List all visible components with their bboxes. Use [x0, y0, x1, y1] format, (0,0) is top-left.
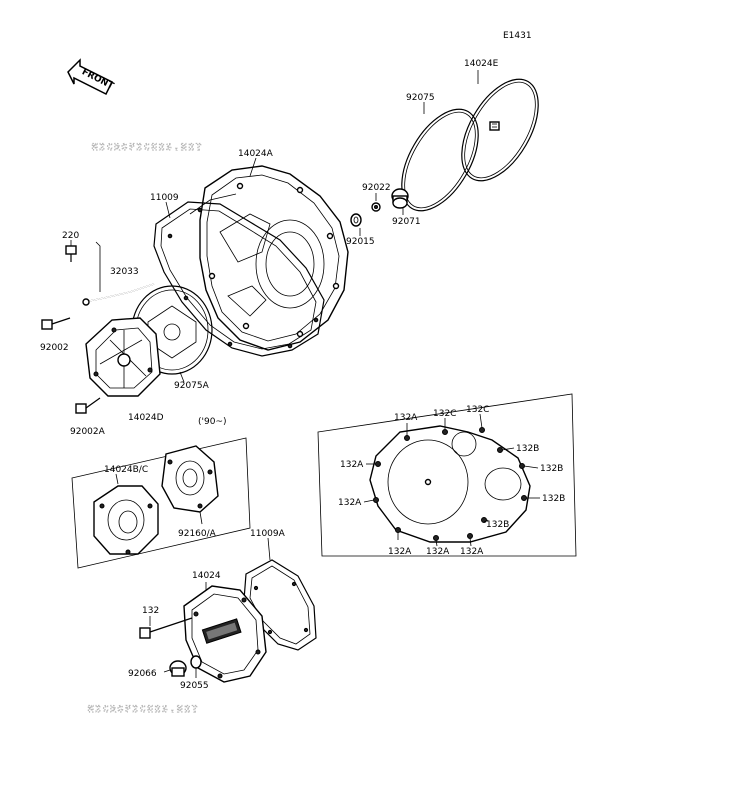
detail-label-132b: 132B [542, 494, 565, 504]
label-92160a: 92160/A [178, 529, 217, 539]
label-92015: 92015 [346, 237, 375, 247]
detail-label-132a: 132A [388, 547, 412, 557]
gasket-92075 [401, 108, 479, 212]
label-92075: 92075 [406, 93, 435, 103]
label-11009: 11009 [150, 193, 179, 203]
cover-14024a [189, 165, 349, 351]
detail-label-132a: 132A [394, 413, 418, 423]
label-92055: 92055 [180, 681, 209, 691]
bolt-92002 [41, 317, 71, 330]
label-14024e: 14024E [464, 59, 499, 69]
label-132: 132 [142, 606, 159, 616]
detail-label-132b: 132B [486, 520, 509, 530]
label-92022: 92022 [362, 183, 391, 193]
cover-14024 [183, 585, 267, 683]
label-bracket-note: ('90~) [198, 417, 227, 427]
cap-92071 [391, 188, 409, 209]
o-ring-92055 [190, 655, 202, 669]
label-92075a: 92075A [174, 381, 210, 391]
label-92002a: 92002A [70, 427, 106, 437]
detail-label-132b: 132B [540, 464, 563, 474]
detail-frame [317, 393, 577, 557]
detail-label-132c: 132C [433, 409, 456, 419]
detail-label-132a: 132A [460, 547, 484, 557]
label-92071: 92071 [392, 217, 421, 227]
watermark-bottom: MICROFICHES.NET [88, 705, 199, 715]
cover-92160a [161, 445, 219, 513]
detail-label-132b: 132B [516, 444, 539, 454]
bolt-132 [139, 617, 193, 639]
label-14024bc: 14024B/C [104, 465, 148, 475]
plug-92066 [169, 660, 187, 677]
detail-leaders [363, 413, 540, 547]
seal-92015 [350, 213, 362, 227]
cover-14024bc [93, 485, 159, 555]
watermark-top: MICROFICHES.NET [92, 143, 203, 153]
label-92002: 92002 [40, 343, 69, 353]
label-11009a: 11009A [250, 529, 286, 539]
label-32033: 32033 [110, 267, 139, 277]
front-arrow-icon: FRONT [67, 58, 116, 96]
hose-32033 [82, 283, 155, 306]
label-92066: 92066 [128, 669, 157, 679]
detail-label-132c: 132C [466, 405, 489, 415]
label-14024a: 14024A [238, 149, 274, 159]
label-14024d: 14024D [128, 413, 164, 423]
detail-label-132a: 132A [340, 460, 364, 470]
bolt-92002a [75, 397, 101, 414]
gasket-11009 [153, 201, 325, 357]
diagram-code: E1431 [503, 31, 532, 41]
bolt-220 [65, 245, 77, 262]
detail-label-132a: 132A [338, 498, 362, 508]
washer-92022 [371, 202, 381, 212]
detail-label-132a: 132A [426, 547, 450, 557]
label-220: 220 [62, 231, 79, 241]
label-14024: 14024 [192, 571, 221, 581]
cover-14024d [85, 317, 161, 397]
o-ring-14024e [461, 78, 539, 182]
